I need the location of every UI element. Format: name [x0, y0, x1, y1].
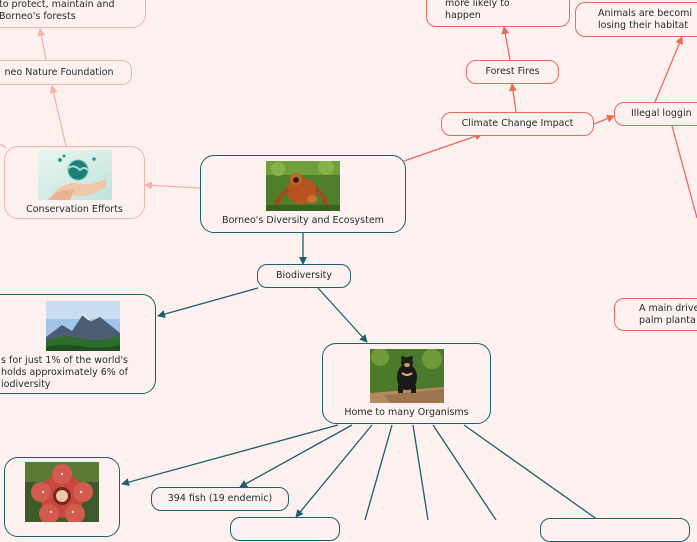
organism-child-node-partial[interactable]	[230, 517, 340, 541]
animals-habitat-text: Animals are becomi losing their habitat	[598, 7, 693, 31]
edge-climate-fires	[509, 83, 517, 113]
one-percent-text: s for just 1% of the world's holds appro…	[1, 355, 129, 390]
main-driver-node[interactable]: A main drive palm planta	[614, 298, 697, 331]
edge-central-climate	[403, 132, 483, 162]
protect-forests-node[interactable]: to protect, maintain and Borneo's forest…	[0, 0, 146, 28]
edge-biodiversity-onepercent	[157, 287, 259, 318]
conservation-label: Conservation Efforts	[26, 203, 123, 215]
central-node[interactable]: Borneo's Diversity and Ecosystem	[200, 155, 406, 233]
edge-conservation-foundation	[49, 85, 67, 147]
fires-likely-node[interactable]: more likely to happen	[426, 0, 570, 27]
edge-central-conservation	[144, 181, 201, 190]
edge-organisms-branch-1	[295, 424, 373, 518]
edge-logging-animals	[654, 36, 684, 103]
fires-likely-text: more likely to happen	[445, 0, 510, 21]
edge-organisms-branch-3	[412, 424, 429, 520]
climate-change-label: Climate Change Impact	[461, 118, 574, 129]
fish-label: 394 fish (19 endemic)	[167, 493, 273, 504]
rafflesia-node[interactable]	[4, 457, 120, 537]
edge-foundation-protect	[37, 28, 47, 61]
mountain-image	[46, 301, 120, 351]
protect-forests-text: to protect, maintain and Borneo's forest…	[0, 0, 115, 22]
biodiversity-label: Biodiversity	[276, 270, 332, 281]
edge-organisms-branch-5	[463, 424, 599, 520]
edge-organisms-fish	[239, 424, 353, 488]
animals-habitat-node[interactable]: Animals are becomi losing their habitat	[575, 2, 697, 37]
orangutan-image	[266, 161, 340, 211]
edge-biodiversity-organisms	[317, 287, 368, 343]
nature-foundation-node[interactable]: neo Nature Foundation	[0, 60, 132, 85]
connector-lines	[0, 26, 697, 520]
edge-organisms-rafflesia	[121, 424, 339, 487]
illegal-logging-node[interactable]: Illegal loggin	[614, 102, 697, 126]
forest-fires-label: Forest Fires	[485, 66, 540, 77]
one-percent-node[interactable]: s for just 1% of the world's holds appro…	[0, 294, 156, 394]
main-driver-text: A main drive palm planta	[639, 302, 697, 326]
conservation-hands-image	[37, 149, 112, 200]
edge-logging-down	[671, 125, 697, 219]
edge-conservation-offscreen	[0, 143, 7, 149]
rafflesia-image	[25, 462, 99, 522]
fish-node[interactable]: 394 fish (19 endemic)	[151, 487, 289, 511]
organisms-label: Home to many Organisms	[344, 406, 469, 418]
sun-bear-image	[369, 348, 444, 403]
climate-change-node[interactable]: Climate Change Impact	[441, 112, 594, 136]
edge-organisms-branch-4	[432, 424, 497, 520]
edge-climate-logging	[593, 114, 615, 125]
nature-foundation-label: neo Nature Foundation	[4, 66, 114, 78]
organisms-node[interactable]: Home to many Organisms	[322, 343, 491, 424]
conservation-node[interactable]: Conservation Efforts	[4, 146, 145, 219]
central-label: Borneo's Diversity and Ecosystem	[222, 215, 384, 226]
edge-fires-likely	[501, 26, 511, 61]
forest-fires-node[interactable]: Forest Fires	[466, 60, 559, 84]
organism-child-node-partial-right[interactable]	[540, 518, 690, 542]
biodiversity-node[interactable]: Biodiversity	[257, 264, 351, 288]
illegal-logging-label: Illegal loggin	[631, 108, 692, 119]
edge-organisms-branch-2	[364, 424, 393, 520]
